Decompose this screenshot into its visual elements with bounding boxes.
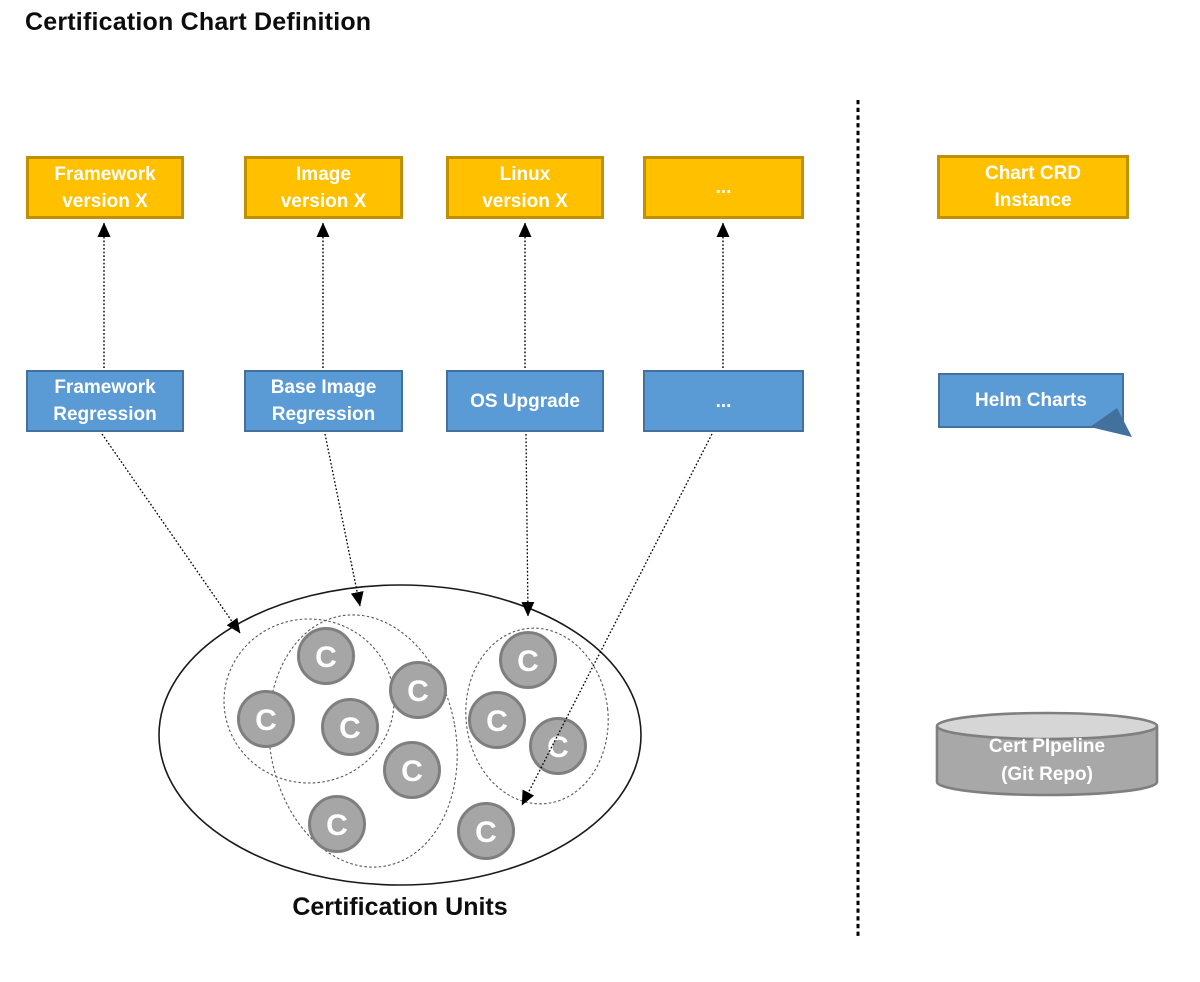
box-base-image-regression-line2: Regression (271, 404, 376, 425)
unit-circle (499, 631, 557, 689)
arrow-os-upgrade-to-right-group (521, 433, 535, 617)
unit-group-ellipse-middle (268, 614, 458, 868)
box-framework-version-x-line1: Framework (54, 163, 156, 185)
box-image-version-x: Image version X (244, 156, 403, 219)
certification-units-caption: Certification Units (292, 893, 508, 921)
box-top-ellipsis-line1: ... (715, 177, 732, 198)
box-linux-version-x-line2: version X (482, 190, 568, 212)
box-framework-regression-line2: Regression (53, 404, 157, 425)
box-chart-crd-instance-line1: Chart CRD (984, 163, 1082, 184)
box-top-ellipsis: ... (643, 156, 804, 219)
unit-circle (468, 691, 526, 749)
unit-circle-label: C (255, 704, 277, 737)
box-linux-version-x-line1: Linux (499, 163, 551, 185)
box-bottom-ellipsis-line1: ... (715, 390, 732, 412)
certification-unit-circles (237, 627, 587, 860)
box-image-version-x-line2: version X (280, 190, 367, 212)
unit-circle-label: C (407, 675, 429, 708)
cert-pipeline-label: Cert PIpeline (Git Repo) (937, 733, 1157, 789)
arrow-ellipsis-to-unit-circle (521, 433, 713, 806)
unit-circle-label: C (339, 712, 361, 745)
unit-circle-label: C (315, 641, 337, 674)
cert-pipeline-label-line2: (Git Repo) (1001, 764, 1093, 785)
box-helm-charts-line1: Helm Charts (975, 390, 1087, 411)
unit-circle (457, 802, 515, 860)
box-os-upgrade: OS Upgrade (446, 370, 604, 432)
box-framework-regression-line1: Framework (54, 377, 156, 398)
box-base-image-regression-line1: Base Image (270, 377, 377, 398)
box-base-image-regression: Base Image Regression (244, 370, 403, 432)
certification-units-outer-ellipse (158, 584, 642, 886)
unit-circle-label: C (475, 816, 497, 849)
unit-circle-labels: C C C C C C C C C C (255, 641, 569, 849)
box-bottom-ellipsis: ... (643, 370, 804, 432)
unit-circle (529, 717, 587, 775)
unit-circle-label: C (326, 809, 348, 842)
unit-group-ellipse-right (465, 627, 609, 805)
unit-group-ellipse-left (223, 618, 395, 784)
cert-pipeline-label-line1: Cert PIpeline (988, 736, 1106, 757)
unit-circle-label: C (401, 755, 423, 788)
box-linux-version-x: Linux version X (446, 156, 604, 219)
arrow-framework-regression-to-left-group (101, 433, 241, 634)
box-os-upgrade-line1: OS Upgrade (470, 390, 580, 412)
unit-circle-label: C (486, 705, 508, 738)
unit-circle (383, 741, 441, 799)
unit-circle-label: C (517, 645, 539, 678)
box-framework-version-x: Framework version X (26, 156, 184, 219)
box-helm-charts: Helm Charts (938, 373, 1124, 428)
unit-circle (297, 627, 355, 685)
box-image-version-x-line1: Image (296, 163, 351, 185)
arrow-base-image-regression-to-middle-group (324, 433, 364, 607)
unit-circle (308, 795, 366, 853)
box-framework-regression: Framework Regression (26, 370, 184, 432)
box-chart-crd-instance-line2: Instance (994, 190, 1072, 211)
unit-circle (389, 661, 447, 719)
box-framework-version-x-line2: version X (62, 190, 148, 212)
unit-circle (237, 690, 295, 748)
box-chart-crd-instance: Chart CRD Instance (937, 155, 1129, 219)
page-title: Certification Chart Definition (25, 8, 372, 36)
unit-circle-label: C (547, 731, 569, 764)
unit-circle (321, 698, 379, 756)
